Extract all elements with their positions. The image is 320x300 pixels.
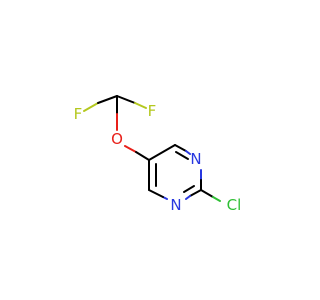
bond-f1-chf2 <box>83 102 99 112</box>
bond-c4-n3 <box>174 144 187 152</box>
atom-label-chlorine: Cl <box>227 196 242 214</box>
bond-c2-n1 <box>189 189 202 197</box>
bond-chf2-f2 <box>134 102 147 109</box>
bond-c2-cl-hetero <box>212 196 221 202</box>
atom-label-nitrogen-bottom: N <box>170 196 181 214</box>
bond-c4-n3-hetero <box>185 150 191 155</box>
atom-label-nitrogen-top: N <box>190 150 201 168</box>
bond-c5-c4 <box>148 144 176 161</box>
bond-c4-n3-inner <box>175 151 189 160</box>
bond-n1-c6 <box>148 189 164 198</box>
atom-label-oxygen: O <box>111 130 123 148</box>
bond-o-c5-carbon <box>135 151 150 161</box>
molecule-structure-diagram: F F O N N Cl <box>74 95 242 214</box>
atom-label-fluorine-right: F <box>148 102 157 120</box>
bonds <box>83 95 221 202</box>
bond-chf2-f2-carbon <box>116 95 136 104</box>
bond-f1-chf2-carbon <box>97 95 118 104</box>
bond-c2-n1-inner <box>183 185 195 193</box>
bond-o-c5 <box>124 145 137 153</box>
bond-c2-cl <box>200 189 214 198</box>
atom-labels: F F O N N Cl <box>74 102 242 214</box>
atom-label-fluorine-left: F <box>74 105 83 123</box>
bond-c2-n1-hetero <box>185 195 191 200</box>
